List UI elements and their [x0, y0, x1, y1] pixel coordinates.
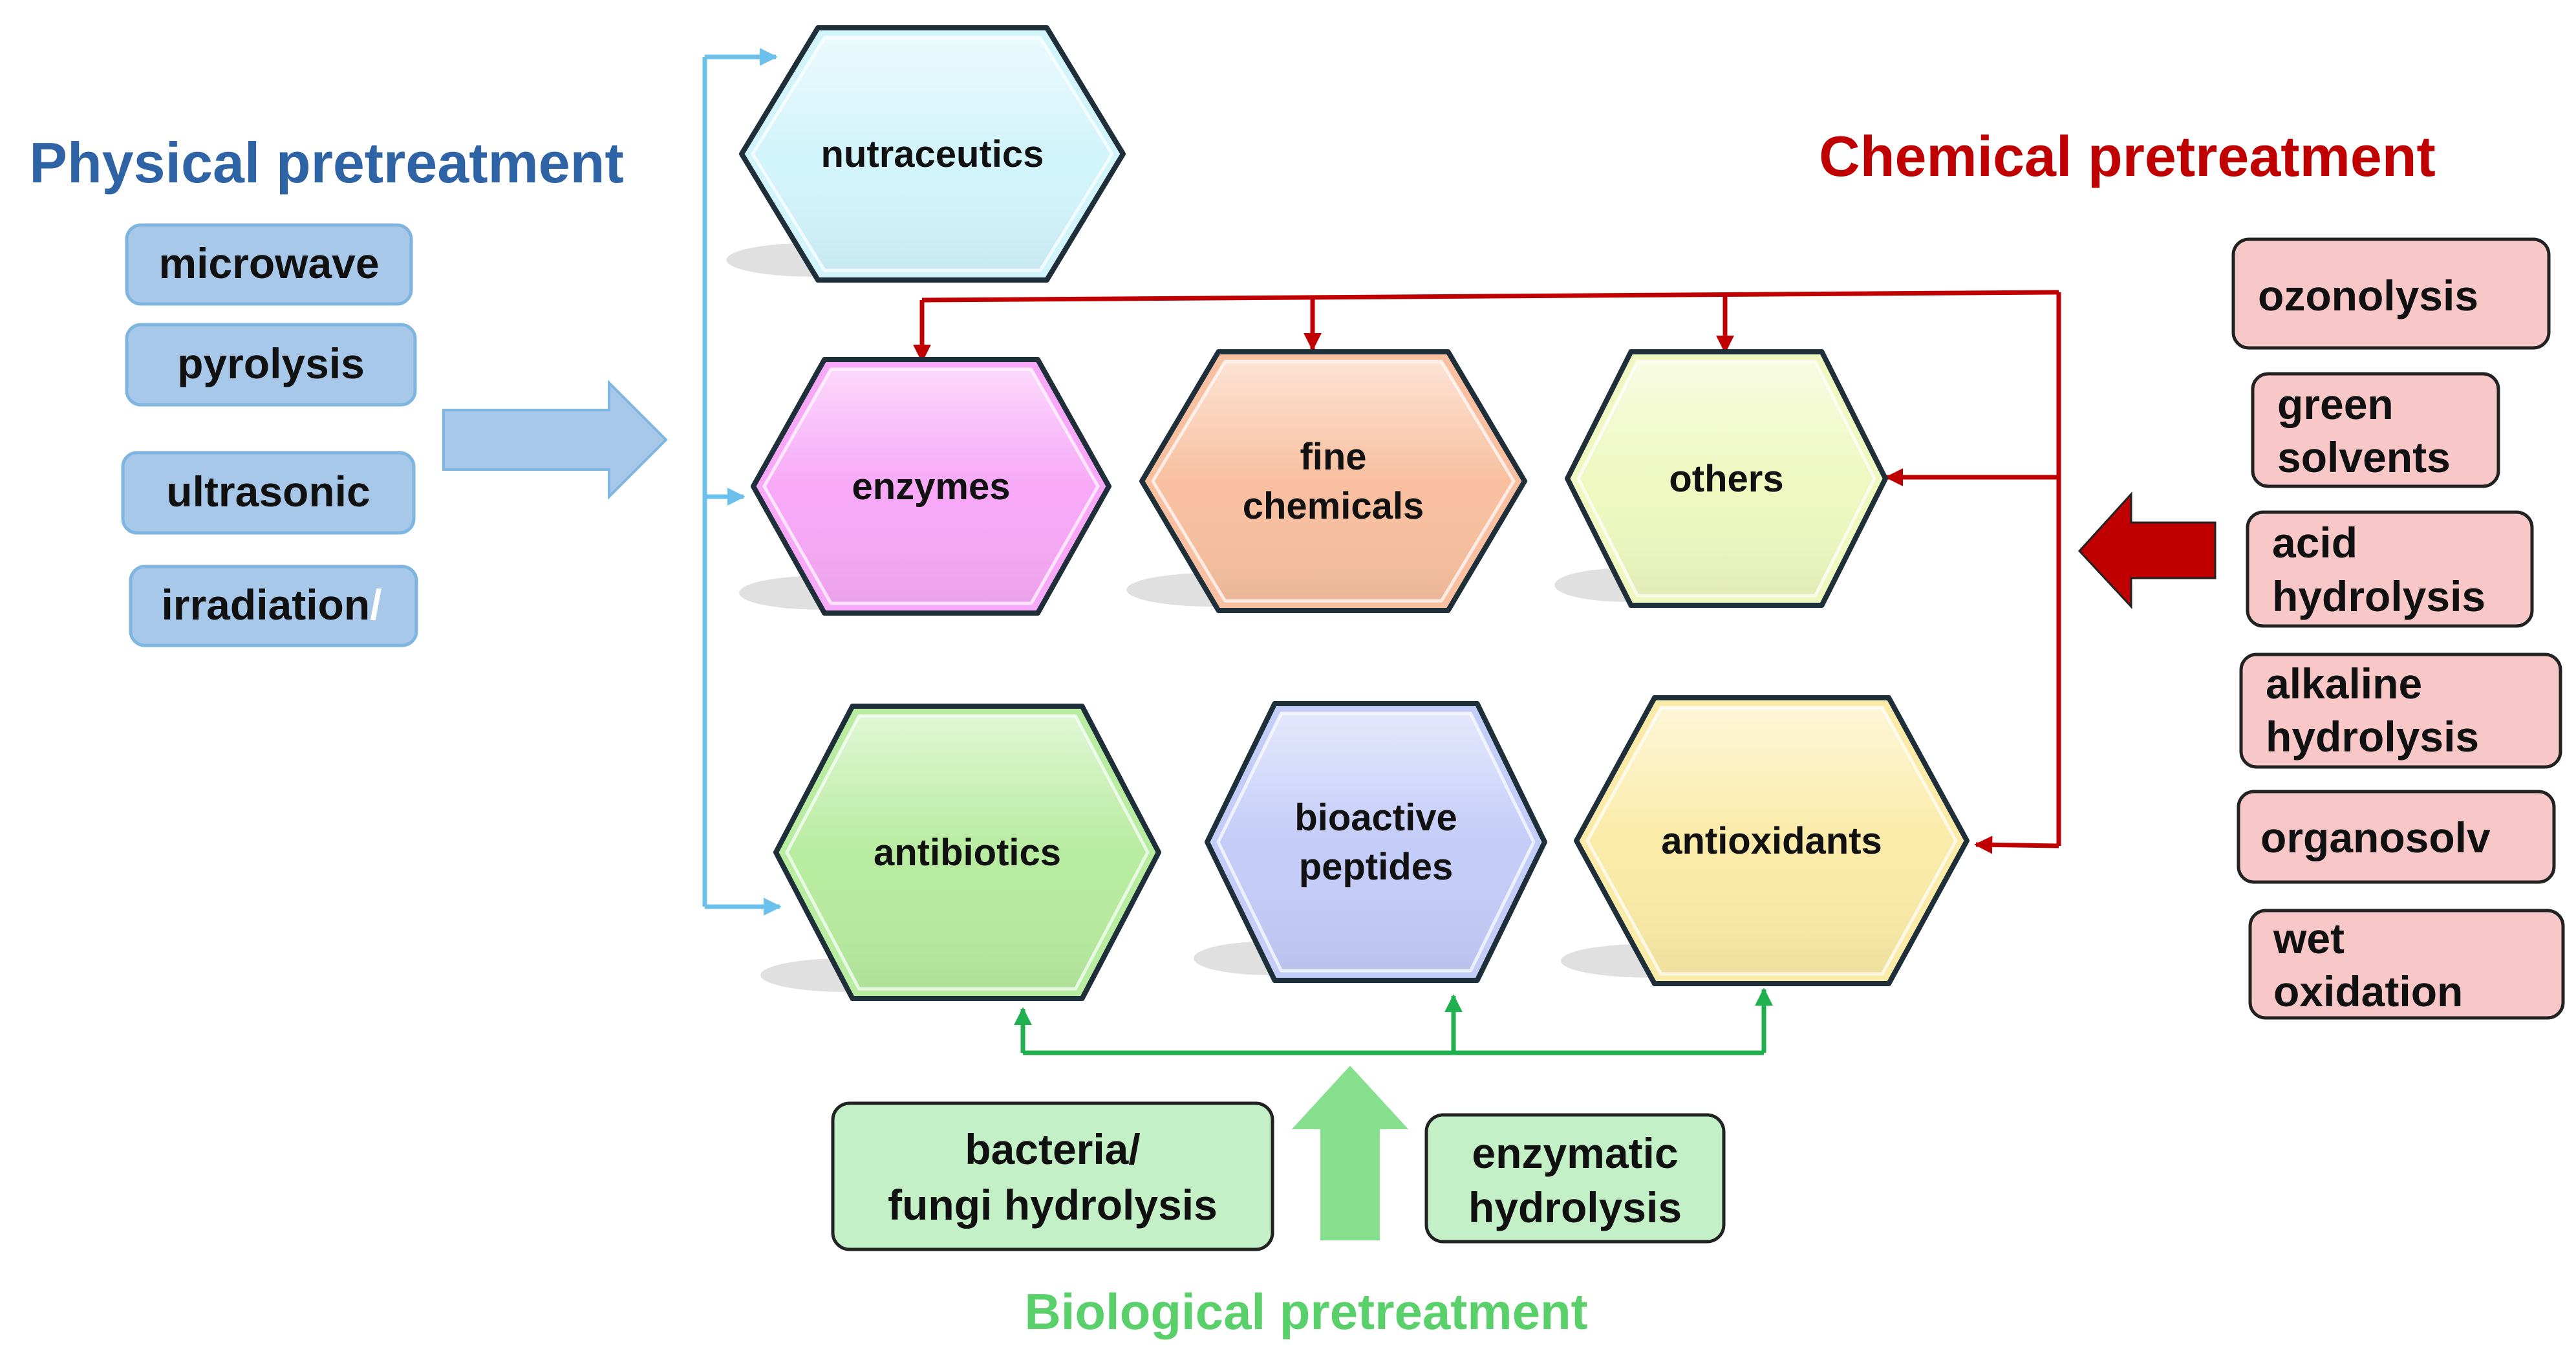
- biological-title: Biological pretreatment: [1024, 1283, 1587, 1340]
- chemical-method-label: green: [2277, 380, 2394, 428]
- physical-method-label: pyrolysis: [177, 340, 365, 387]
- chemical-method-ozonolysis: ozonolysis: [2231, 237, 2551, 350]
- chemical-method-organosolv: organosolv: [2237, 790, 2556, 884]
- physical-method-ultrasonic: ultrasonic: [121, 451, 416, 535]
- chemical-method-label: alkaline: [2266, 660, 2422, 707]
- product-others: others: [1554, 349, 1888, 608]
- chemical-method-label: wet: [2273, 914, 2345, 962]
- physical-block-arrow: [442, 380, 668, 500]
- biological-method-label: enzymatic: [1472, 1129, 1678, 1177]
- product-label: nutraceutics: [821, 133, 1044, 175]
- chemical-method-acid-hydrolysis: acid hydrolysis: [2246, 510, 2534, 628]
- product-label: antioxidants: [1661, 820, 1882, 862]
- biological-connectors: [1014, 988, 1773, 1055]
- physical-method-label: irradiation/: [161, 581, 381, 629]
- hexagon-rim: [1151, 360, 1516, 603]
- chemical-method-label: organosolv: [2260, 814, 2491, 861]
- chemical-method-label: hydrolysis: [2266, 713, 2479, 761]
- product-fine-chemicals: fine chemicals: [1126, 349, 1527, 613]
- physical-method-microwave: microwave: [125, 223, 413, 306]
- hexagon-rim: [1216, 711, 1536, 973]
- product-label: antibiotics: [874, 832, 1061, 874]
- chemical-method-alkaline-hydrolysis: alkaline hydrolysis: [2239, 653, 2562, 769]
- hexagon-rim: [751, 36, 1114, 272]
- product-nutraceutics: nutraceutics: [726, 25, 1126, 283]
- biological-method-label: fungi hydrolysis: [888, 1181, 1218, 1229]
- chemical-methods: ozonolysis green solvents acid hydrolysi…: [2231, 237, 2565, 1020]
- chemical-connectors: [913, 290, 2061, 854]
- product-label: bioactive: [1294, 797, 1457, 839]
- chemical-method-label: ozonolysis: [2258, 272, 2478, 319]
- chemical-method-label: oxidation: [2273, 967, 2463, 1015]
- product-label: chemicals: [1243, 485, 1424, 527]
- chemical-method-green-solvents: green solvents: [2251, 372, 2500, 488]
- biological-block-arrow: [1292, 1066, 1408, 1240]
- biological-method-enzymatic-hydrolysis: enzymatic hydrolysis: [1424, 1113, 1726, 1244]
- physical-methods: microwave pyrolysis ultrasonic irradiati…: [121, 223, 418, 647]
- hexagon-rim: [1576, 360, 1876, 598]
- product-label: others: [1669, 458, 1783, 500]
- hexagon-rim: [1585, 706, 1958, 976]
- biological-method-bacteria-fungi-hydrolysis: bacteria/ fungi hydrolysis: [831, 1101, 1274, 1251]
- chemical-block-arrow: [2077, 491, 2216, 609]
- product-bioactive-peptides: bioactive peptides: [1194, 701, 1547, 983]
- biological-method-label: hydrolysis: [1468, 1183, 1682, 1231]
- product-hexagons: nutraceutics enzymes fine chemicals others an…: [726, 25, 1970, 1001]
- chemical-title: Chemical pretreatment: [1819, 124, 2436, 188]
- biological-methods: bacteria/ fungi hydrolysis enzymatic hyd…: [831, 1101, 1726, 1251]
- physical-method-label: microwave: [158, 239, 379, 287]
- product-antioxidants: antioxidants: [1560, 695, 1970, 986]
- physical-method-label: ultrasonic: [166, 468, 370, 515]
- chemical-method-label: hydrolysis: [2272, 572, 2485, 620]
- product-label: peptides: [1299, 846, 1454, 888]
- product-label: enzymes: [852, 466, 1010, 508]
- chemical-method-label: acid: [2272, 519, 2357, 567]
- physical-method-irradiation: irradiation/: [129, 565, 418, 647]
- hexagon-rim: [762, 367, 1100, 605]
- hexagon-rim: [785, 714, 1150, 991]
- physical-title: Physical pretreatment: [29, 131, 624, 195]
- product-label: fine: [1300, 436, 1366, 478]
- chemical-method-label: solvents: [2277, 433, 2451, 481]
- product-antibiotics: antibiotics: [760, 704, 1161, 1001]
- chemical-method-wet-oxidation: wet oxidation: [2248, 909, 2565, 1020]
- product-enzymes: enzymes: [739, 357, 1111, 616]
- biological-method-label: bacteria/: [965, 1125, 1140, 1173]
- physical-connectors: [702, 48, 782, 916]
- physical-method-pyrolysis: pyrolysis: [125, 323, 417, 407]
